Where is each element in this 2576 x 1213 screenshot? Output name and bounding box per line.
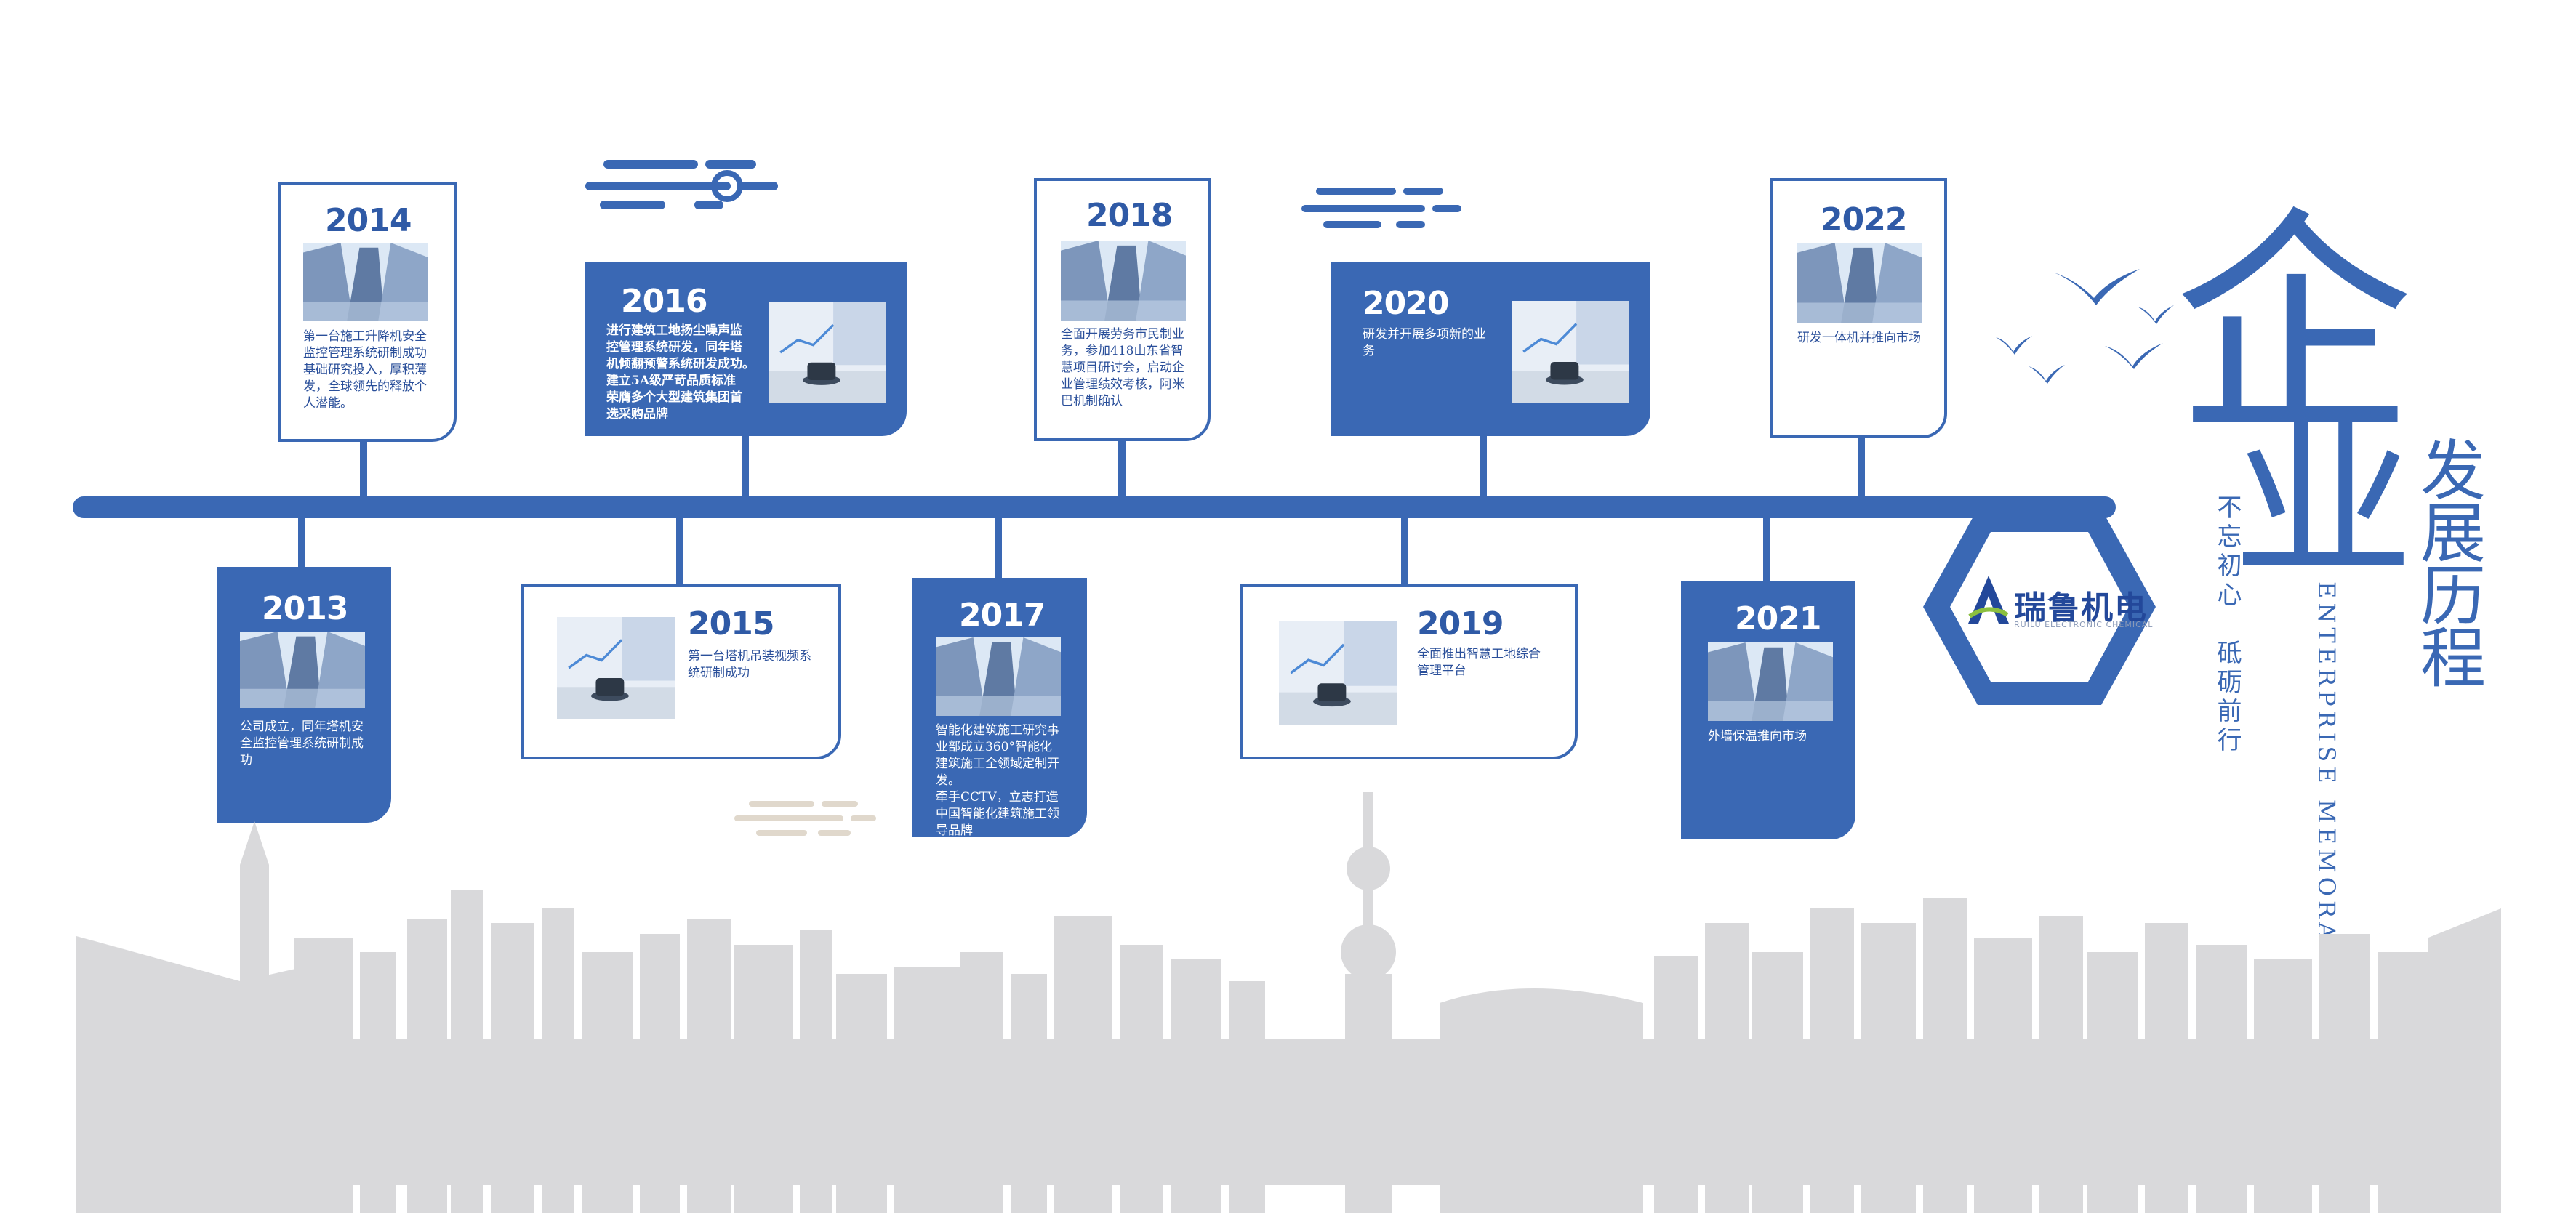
milestone-text: 研发并开展多项新的业 务 <box>1363 327 1486 358</box>
stem-2022 <box>1858 436 1865 501</box>
cloud-decoration <box>734 801 876 836</box>
business-photo <box>557 617 675 719</box>
logo-hexagon <box>1923 509 2156 705</box>
stem-2017 <box>995 509 1002 585</box>
timeline-card-2014: 2014 第一台施工升降机安全 监控管理系统研制成功 基础研究投入，厚积薄 发，… <box>278 182 457 442</box>
timeline-card-2013: 2013 公司成立，同年塔机安 全监控管理系统研制成 功 <box>217 567 391 823</box>
slogan-2: 砥砺前行 <box>2212 640 2242 756</box>
heading-sub: 发展历程 <box>2409 436 2485 686</box>
stem-2019 <box>1401 509 1408 589</box>
bird-icon <box>1996 336 2032 355</box>
bird-icon <box>2029 365 2065 384</box>
cloud-decoration <box>1301 188 1461 228</box>
year-label: 2018 <box>1086 197 1173 234</box>
year-label: 2021 <box>1735 600 1821 637</box>
building-photo <box>1797 243 1922 323</box>
bird-icon <box>2138 305 2174 324</box>
timeline-card-2021: 2021 外墙保温推向市场 <box>1681 581 1855 839</box>
milestone-text: 全面推出智慧工地综合 管理平台 <box>1417 647 1541 678</box>
building-photo <box>1061 241 1186 321</box>
bird-icon <box>2054 269 2140 305</box>
brand-name: 瑞鲁机电 <box>2014 589 2148 626</box>
building-photo <box>303 243 428 321</box>
milestone-text: 第一台施工升降机安全 监控管理系统研制成功 基础研究投入，厚积薄 发，全球领先的… <box>303 329 427 411</box>
milestone-text: 第一台塔机吊装视频系 统研制成功 <box>688 649 811 680</box>
business-photo <box>1512 301 1629 403</box>
milestone-text: 公司成立，同年塔机安 全监控管理系统研制成 功 <box>240 720 364 767</box>
year-label: 2022 <box>1821 201 1907 238</box>
year-label: 2020 <box>1363 285 1449 322</box>
cloud-decoration <box>585 160 778 209</box>
milestone-text: 外墙保温推向市场 <box>1708 729 1807 743</box>
year-label: 2013 <box>262 590 348 627</box>
stem-2020 <box>1480 436 1487 501</box>
milestone-text: 智能化建筑施工研究事 业部成立360°智能化 建筑施工全领域定制开 发。 牵手C… <box>936 723 1059 838</box>
city-skyline <box>76 792 2501 1213</box>
business-photo <box>769 302 886 403</box>
timeline-card-2019: 2019 全面推出智慧工地综合 管理平台 <box>1240 584 1578 759</box>
milestone-text: 进行建筑工地扬尘噪声监 控管理系统研发，同年塔 机倾翻预警系统研发成功。 建立5… <box>606 323 755 422</box>
building-photo <box>240 632 365 708</box>
logo-icon <box>1968 576 2009 624</box>
building-photo <box>936 637 1061 716</box>
year-label: 2014 <box>325 202 412 239</box>
bird-icon <box>2105 343 2163 369</box>
timeline-card-2016: 2016 进行建筑工地扬尘噪声监 控管理系统研发，同年塔 机倾翻预警系统研发成功… <box>585 262 907 436</box>
stem-2021 <box>1763 509 1770 585</box>
timeline-card-2020: 2020 研发并开展多项新的业 务 <box>1331 262 1650 436</box>
brand-subtitle: RUILU ELECTRONIC CHEMICAL <box>2014 620 2154 629</box>
year-label: 2015 <box>688 605 774 642</box>
milestone-text: 全面开展劳务市民制业 务，参加418山东省智 慧项目研讨会，启动企 业管理绩效考… <box>1061 327 1184 408</box>
year-label: 2019 <box>1417 605 1504 642</box>
year-label: 2016 <box>621 283 707 320</box>
stem-2014 <box>360 436 367 501</box>
heading-char-qi: 企 <box>2174 188 2414 467</box>
year-label: 2017 <box>959 597 1046 634</box>
heading-char-ye: 业 <box>2232 392 2414 603</box>
stem-2018 <box>1118 436 1126 501</box>
building-photo <box>1708 642 1833 721</box>
stem-2016 <box>742 436 749 501</box>
timeline-card-2015: 2015 第一台塔机吊装视频系 统研制成功 <box>521 584 841 759</box>
timeline-axis <box>73 496 2116 518</box>
timeline-card-2017: 2017 智能化建筑施工研究事 业部成立360°智能化 建筑施工全领域定制开 发… <box>912 578 1087 838</box>
timeline-card-2022: 2022 研发一体机并推向市场 <box>1770 178 1947 438</box>
timeline-card-2018: 2018 全面开展劳务市民制业 务，参加418山东省智 慧项目研讨会，启动企 业… <box>1034 178 1211 441</box>
stem-2015 <box>676 509 683 589</box>
business-photo <box>1279 621 1397 725</box>
milestone-text: 研发一体机并推向市场 <box>1797 331 1921 345</box>
slogan-1: 不忘初心 <box>2212 494 2242 610</box>
stem-2013 <box>298 509 305 567</box>
